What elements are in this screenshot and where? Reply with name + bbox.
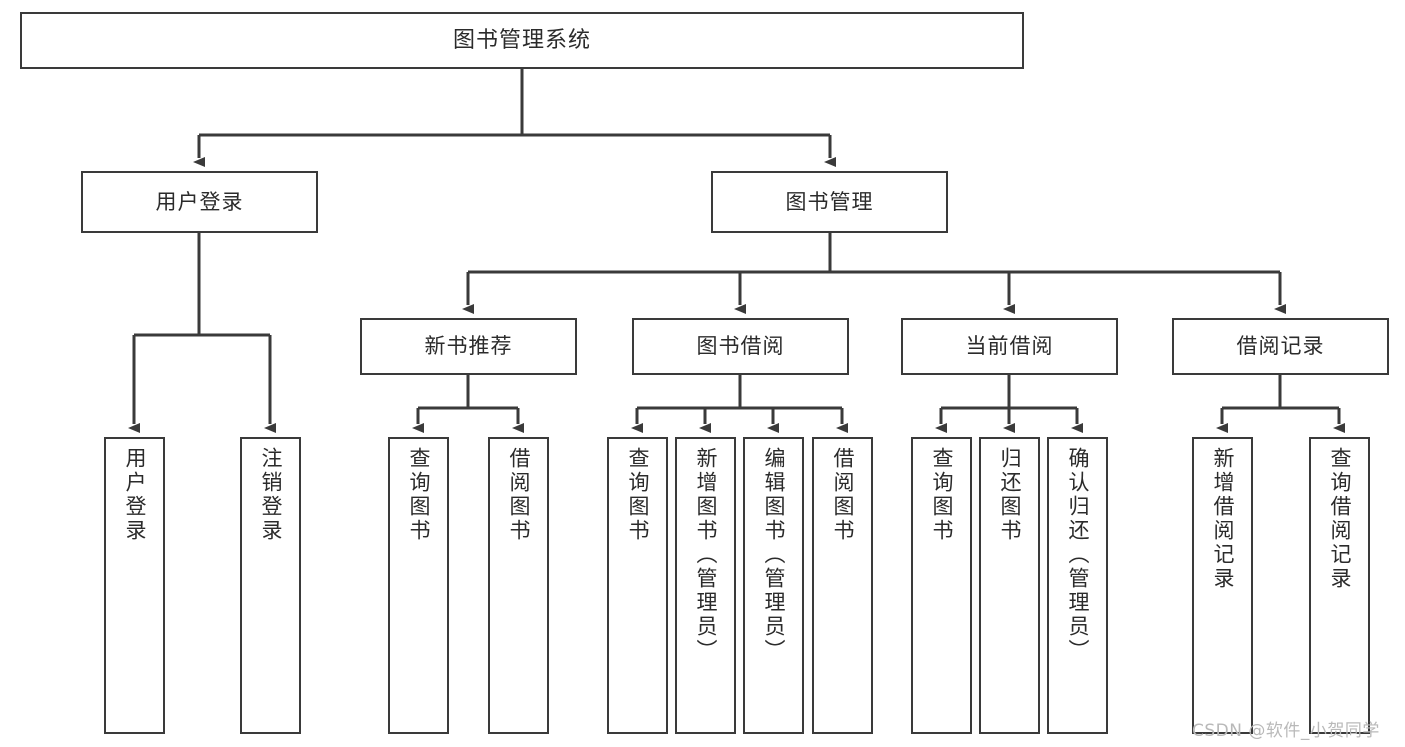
node-label: 归还图书 [998, 447, 1023, 543]
node-label: 新书推荐 [424, 334, 513, 359]
node-label: 图书管理 [785, 189, 874, 214]
leaf-current-borrow-return-book[interactable]: 归还图书 [979, 437, 1040, 734]
node-label: 查询图书 [407, 447, 432, 543]
node-label: 借阅图书 [831, 447, 856, 543]
leaf-user-login-login[interactable]: 用户登录 [104, 437, 165, 734]
node-label: 查询借阅记录 [1328, 447, 1353, 591]
leaf-borrow-record-add-record[interactable]: 新增借阅记录 [1192, 437, 1253, 734]
leaf-book-borrow-add-book-admin[interactable]: 新增图书（管理员） [675, 437, 736, 734]
node-current-borrow[interactable]: 当前借阅 [901, 318, 1118, 375]
watermark-text: CSDN @软件_小贺同学 [1192, 721, 1380, 741]
leaf-current-borrow-query-book[interactable]: 查询图书 [911, 437, 972, 734]
node-label: 用户登录 [123, 447, 148, 543]
node-label: 查询图书 [626, 447, 651, 543]
node-label: 借阅图书 [507, 447, 532, 543]
leaf-book-borrow-edit-book-admin[interactable]: 编辑图书（管理员） [743, 437, 804, 734]
leaf-new-book-borrow-book[interactable]: 借阅图书 [488, 437, 549, 734]
leaf-user-login-logout[interactable]: 注销登录 [240, 437, 301, 734]
node-label: 新增图书（管理员） [694, 447, 719, 663]
node-root-book-management-system[interactable]: 图书管理系统 [20, 12, 1024, 69]
node-label: 借阅记录 [1236, 334, 1325, 359]
node-label: 注销登录 [259, 447, 284, 543]
node-borrow-record[interactable]: 借阅记录 [1172, 318, 1389, 375]
node-book-borrow[interactable]: 图书借阅 [632, 318, 849, 375]
node-book-management[interactable]: 图书管理 [711, 171, 948, 233]
node-label: 确认归还（管理员） [1066, 447, 1091, 663]
node-label: 编辑图书（管理员） [762, 447, 787, 663]
node-label: 图书借阅 [696, 334, 785, 359]
node-label: 用户登录 [155, 189, 244, 214]
node-label: 查询图书 [930, 447, 955, 543]
leaf-book-borrow-borrow-book[interactable]: 借阅图书 [812, 437, 873, 734]
leaf-current-borrow-confirm-return-admin[interactable]: 确认归还（管理员） [1047, 437, 1108, 734]
node-new-book-recommend[interactable]: 新书推荐 [360, 318, 577, 375]
node-label: 当前借阅 [965, 334, 1054, 359]
leaf-new-book-query-book[interactable]: 查询图书 [388, 437, 449, 734]
leaf-book-borrow-query-book[interactable]: 查询图书 [607, 437, 668, 734]
node-label: 图书管理系统 [452, 27, 591, 53]
node-user-login[interactable]: 用户登录 [81, 171, 318, 233]
node-label: 新增借阅记录 [1211, 447, 1236, 591]
leaf-borrow-record-query-record[interactable]: 查询借阅记录 [1309, 437, 1370, 734]
